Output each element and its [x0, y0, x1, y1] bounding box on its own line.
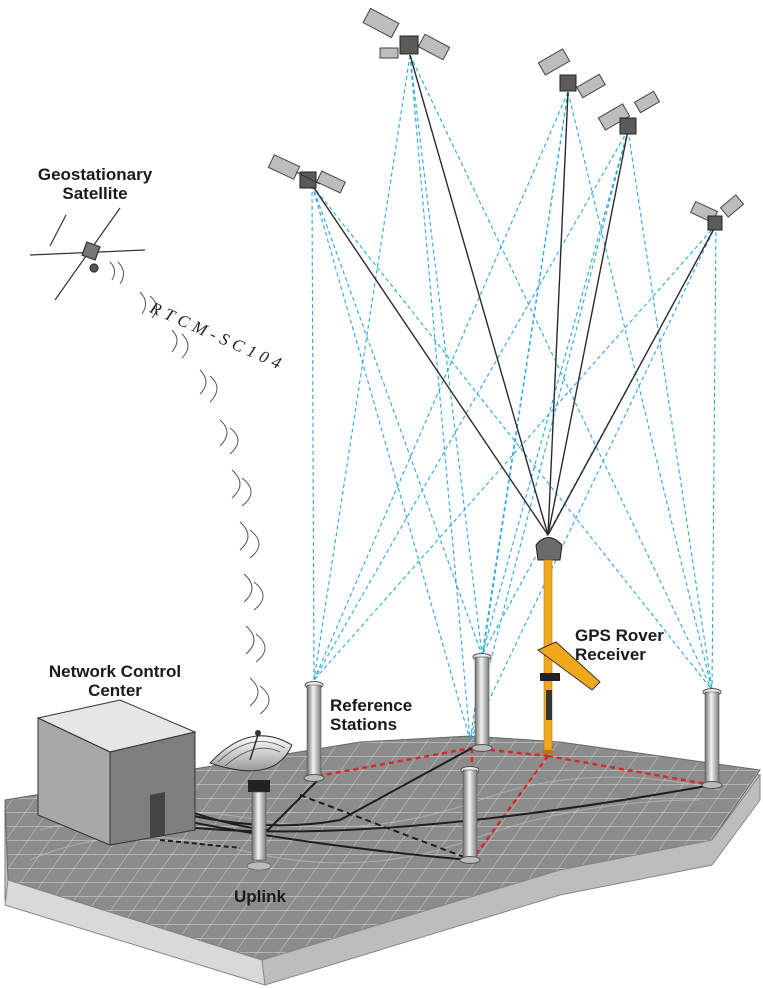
gps-rover-receiver-label: GPS Rover Receiver — [575, 626, 705, 664]
geostationary-satellite — [29, 207, 146, 301]
geostationary-label-line2: Satellite — [62, 184, 128, 203]
gps-satellite-2 — [362, 7, 451, 61]
gps-rover-receiver — [535, 537, 601, 754]
signal-lines — [311, 54, 717, 741]
reference-station-1 — [303, 681, 325, 782]
ncc-label-line1: Network Control — [48, 662, 182, 681]
rover-links — [311, 54, 717, 536]
reference-label-line1: Reference — [330, 696, 413, 715]
network-control-center-label: Network Control Center — [35, 662, 195, 700]
reference-station-2 — [471, 653, 493, 752]
gps-satellite-1 — [267, 154, 346, 194]
gps-satellite-3 — [537, 48, 606, 99]
network-control-center-building — [36, 699, 197, 846]
gps-satellite-5 — [689, 194, 745, 231]
geostationary-satellite-label: Geostationary Satellite — [20, 165, 170, 203]
reference-stations-label: Reference Stations — [330, 696, 450, 734]
gps-satellite-4 — [597, 90, 661, 135]
reference-label-line2: Stations — [330, 715, 398, 734]
rover-label-line2: Receiver — [575, 645, 646, 664]
rover-label-line1: GPS Rover — [575, 626, 664, 645]
geostationary-label-line1: Geostationary — [37, 165, 153, 184]
uplink-station — [209, 730, 293, 871]
reference-station-3 — [459, 766, 481, 864]
reference-station-4 — [701, 688, 723, 789]
ncc-label-line2: Center — [88, 681, 142, 700]
rtcm-signal-arcs — [109, 261, 270, 715]
uplink-label: Uplink — [234, 887, 286, 906]
